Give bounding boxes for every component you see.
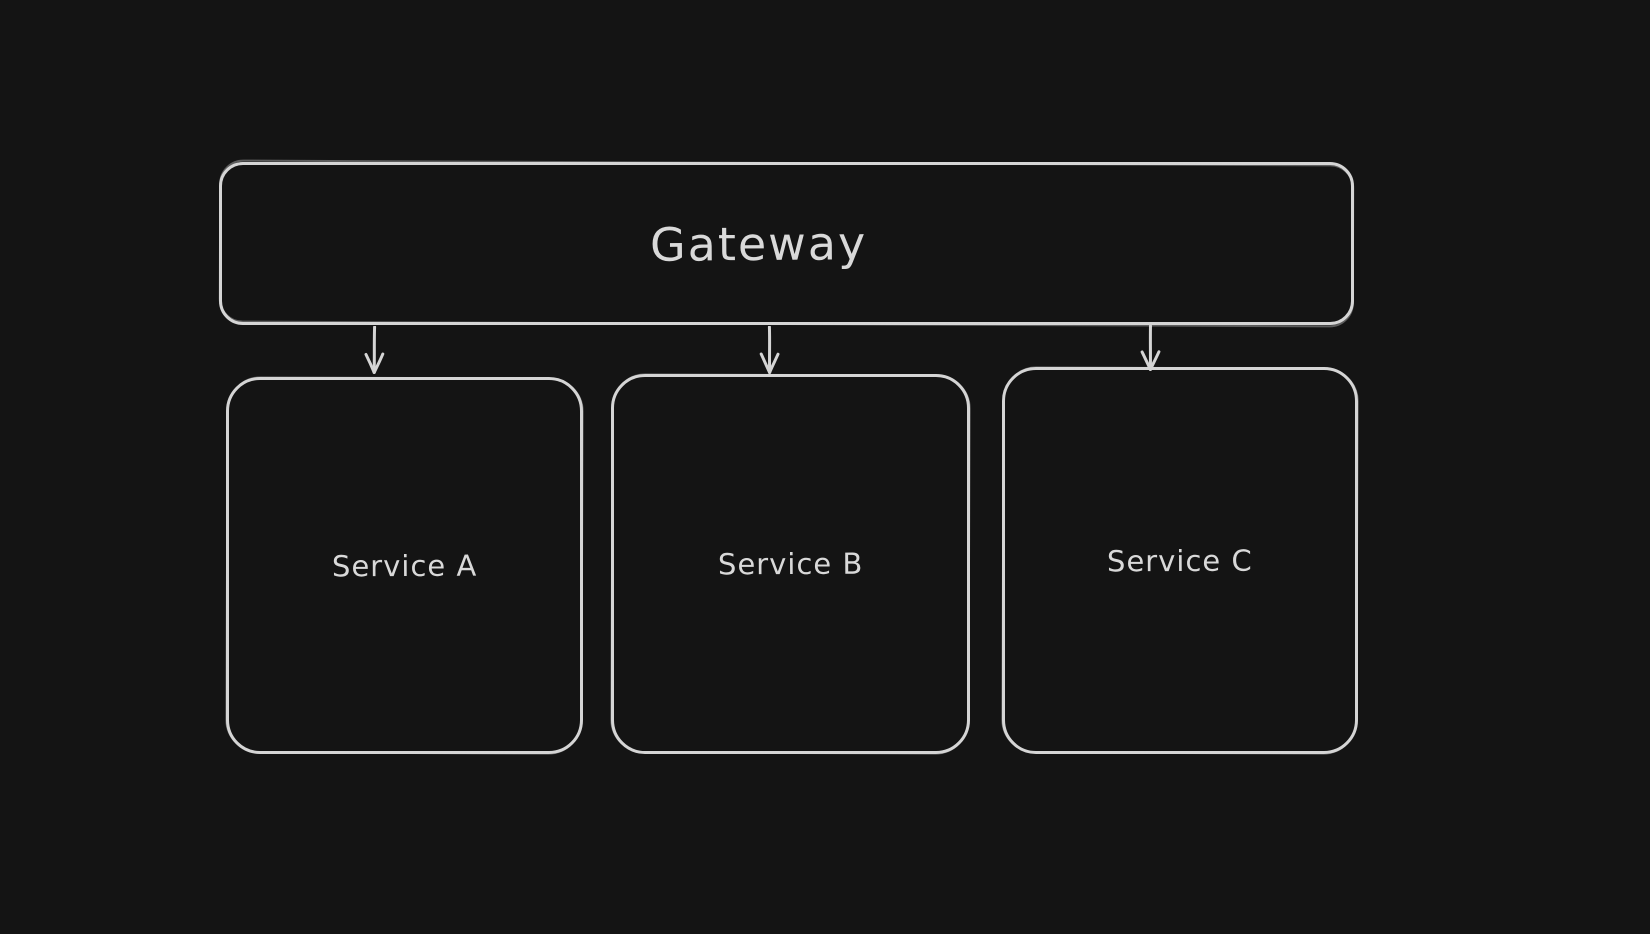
node-service-b[interactable]: Service B xyxy=(611,374,970,754)
arrow-down-icon[interactable] xyxy=(753,326,787,378)
node-gateway[interactable]: Gateway xyxy=(219,162,1354,325)
node-service-b-label: Service B xyxy=(717,546,864,582)
node-gateway-label: Gateway xyxy=(649,215,868,272)
node-service-c[interactable]: Service C xyxy=(1002,367,1358,754)
node-service-c-label: Service C xyxy=(1107,543,1253,578)
node-service-a[interactable]: Service A xyxy=(226,377,583,754)
arrow-down-icon[interactable] xyxy=(358,326,392,378)
node-service-a-label: Service A xyxy=(331,548,478,583)
